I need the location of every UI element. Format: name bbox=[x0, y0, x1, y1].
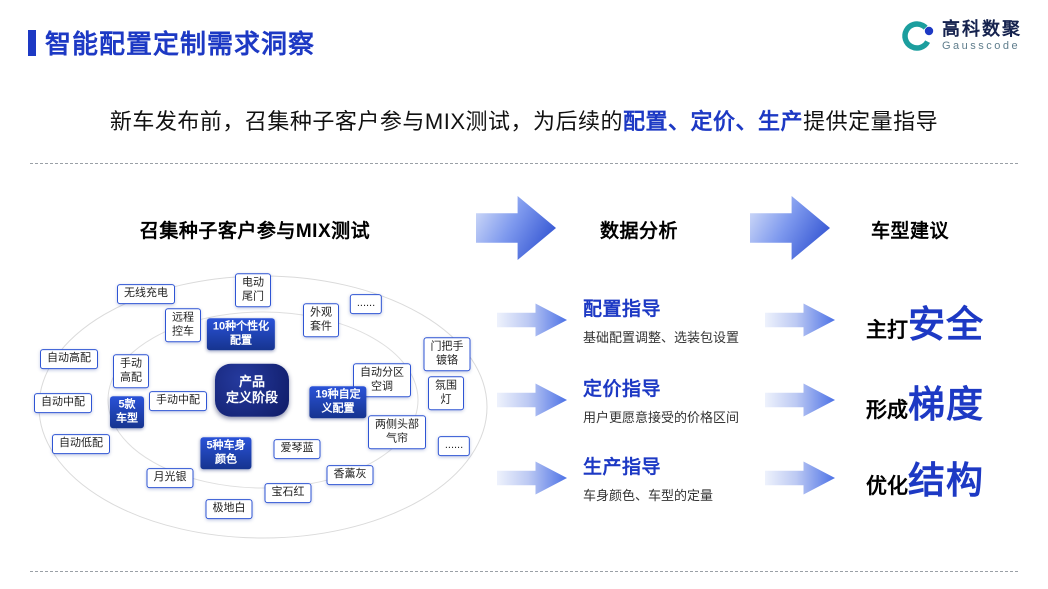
diagram-node-highlight: 10种个性化 配置 bbox=[206, 318, 276, 350]
subtitle-pre: 新车发布前，召集种子客户参与MIX测试，为后续的 bbox=[109, 109, 624, 134]
small-arrow-icon bbox=[497, 383, 567, 417]
title-accent-bar bbox=[28, 30, 36, 56]
diagram-node: 远程 控车 bbox=[165, 308, 201, 342]
analysis-text: 生产指导 车身颜色、车型的定量 bbox=[583, 452, 749, 504]
diagram-node-highlight: 5种车身 颜色 bbox=[200, 437, 252, 469]
left-column-heading: 召集种子客户参与MIX测试 bbox=[139, 221, 371, 242]
suggestion-item: 形成 梯度 bbox=[866, 374, 984, 428]
diagram-node: 手动 高配 bbox=[113, 354, 149, 388]
suggestion-prefix: 形成 bbox=[866, 399, 908, 422]
suggestion-item: 主打 安全 bbox=[866, 294, 984, 348]
flow-arrow-icon bbox=[476, 196, 556, 260]
analysis-title: 定价指导 bbox=[583, 379, 662, 400]
suggestion-item: 优化 结构 bbox=[866, 450, 984, 504]
diagram-node: 极地白 bbox=[205, 499, 253, 519]
diagram-node: 自动高配 bbox=[40, 349, 98, 369]
diagram-node: 爱琴蓝 bbox=[273, 439, 321, 459]
analysis-title: 配置指导 bbox=[583, 299, 662, 320]
small-arrow-icon bbox=[765, 303, 835, 337]
bottom-divider bbox=[30, 571, 1018, 572]
diagram-node: 月光银 bbox=[146, 468, 194, 488]
suggestion-prefix: 优化 bbox=[866, 475, 908, 498]
analysis-desc: 用户更愿意接受的价格区间 bbox=[583, 410, 740, 425]
diagram-node: 门把手 镀铬 bbox=[423, 337, 471, 371]
logo-icon bbox=[902, 21, 934, 51]
middle-column-heading: 数据分析 bbox=[599, 221, 678, 242]
suggestion-keyword: 安全 bbox=[908, 304, 984, 345]
top-divider bbox=[30, 163, 1018, 164]
analysis-text: 配置指导 基础配置调整、选装包设置 bbox=[583, 294, 749, 346]
diagram-node-highlight: 5款 车型 bbox=[110, 396, 144, 428]
small-arrow-icon bbox=[765, 461, 835, 495]
suggestion-prefix: 主打 bbox=[866, 319, 908, 342]
analysis-title: 生产指导 bbox=[583, 457, 662, 478]
page-title: 智能配置定制需求洞察 bbox=[45, 29, 316, 59]
company-logo: 高科数聚 Gausscode bbox=[899, 18, 1022, 54]
logo-caption: Gausscode bbox=[942, 40, 1021, 53]
small-arrow-icon bbox=[497, 461, 567, 495]
diagram-node: 氛围 灯 bbox=[428, 376, 464, 410]
diagram-node: ...... bbox=[349, 294, 383, 314]
diagram-node: 自动低配 bbox=[52, 434, 110, 454]
analysis-row: 配置指导 基础配置调整、选装包设置 bbox=[497, 292, 835, 348]
analysis-row: 定价指导 用户更愿意接受的价格区间 bbox=[497, 372, 835, 428]
logo-name: 高科数聚 bbox=[942, 19, 1022, 40]
subtitle-highlight: 配置、定价、生产 bbox=[623, 109, 804, 134]
analysis-row: 生产指导 车身颜色、车型的定量 bbox=[497, 450, 835, 506]
diagram-center-node: 产品 定义阶段 bbox=[214, 363, 290, 417]
diagram-node: 宝石红 bbox=[264, 483, 312, 503]
logo-text: 高科数聚 Gausscode bbox=[942, 19, 1022, 52]
diagram-node: 两侧头部 气帘 bbox=[368, 415, 426, 449]
suggestion-keyword: 梯度 bbox=[908, 384, 984, 425]
diagram-node: 电动 尾门 bbox=[235, 273, 271, 307]
analysis-desc: 基础配置调整、选装包设置 bbox=[583, 330, 740, 345]
subtitle-post: 提供定量指导 bbox=[803, 109, 939, 134]
diagram-node: 无线充电 bbox=[117, 284, 175, 304]
slide-subtitle: 新车发布前，召集种子客户参与MIX测试，为后续的配置、定价、生产提供定量指导 bbox=[0, 104, 1048, 136]
right-column-heading: 车型建议 bbox=[870, 221, 949, 242]
small-arrow-icon bbox=[765, 383, 835, 417]
diagram-node: ...... bbox=[437, 436, 471, 456]
diagram-node: 自动分区 空调 bbox=[353, 363, 411, 397]
flow-arrow-icon bbox=[750, 196, 830, 260]
diagram-node: 手动中配 bbox=[149, 391, 207, 411]
diagram-node: 外观 套件 bbox=[303, 303, 339, 337]
diagram-node: 自动中配 bbox=[34, 393, 92, 413]
diagram-node: 香薰灰 bbox=[326, 465, 374, 485]
analysis-desc: 车身颜色、车型的定量 bbox=[583, 488, 714, 503]
small-arrow-icon bbox=[497, 303, 567, 337]
suggestion-keyword: 结构 bbox=[908, 460, 984, 501]
diagram-node-highlight: 19种自定 义配置 bbox=[309, 386, 367, 418]
mix-test-diagram: 无线充电 电动 尾门 远程 控车 外观 套件 ...... 10种个性化 配置 … bbox=[28, 262, 498, 552]
analysis-text: 定价指导 用户更愿意接受的价格区间 bbox=[583, 374, 749, 426]
